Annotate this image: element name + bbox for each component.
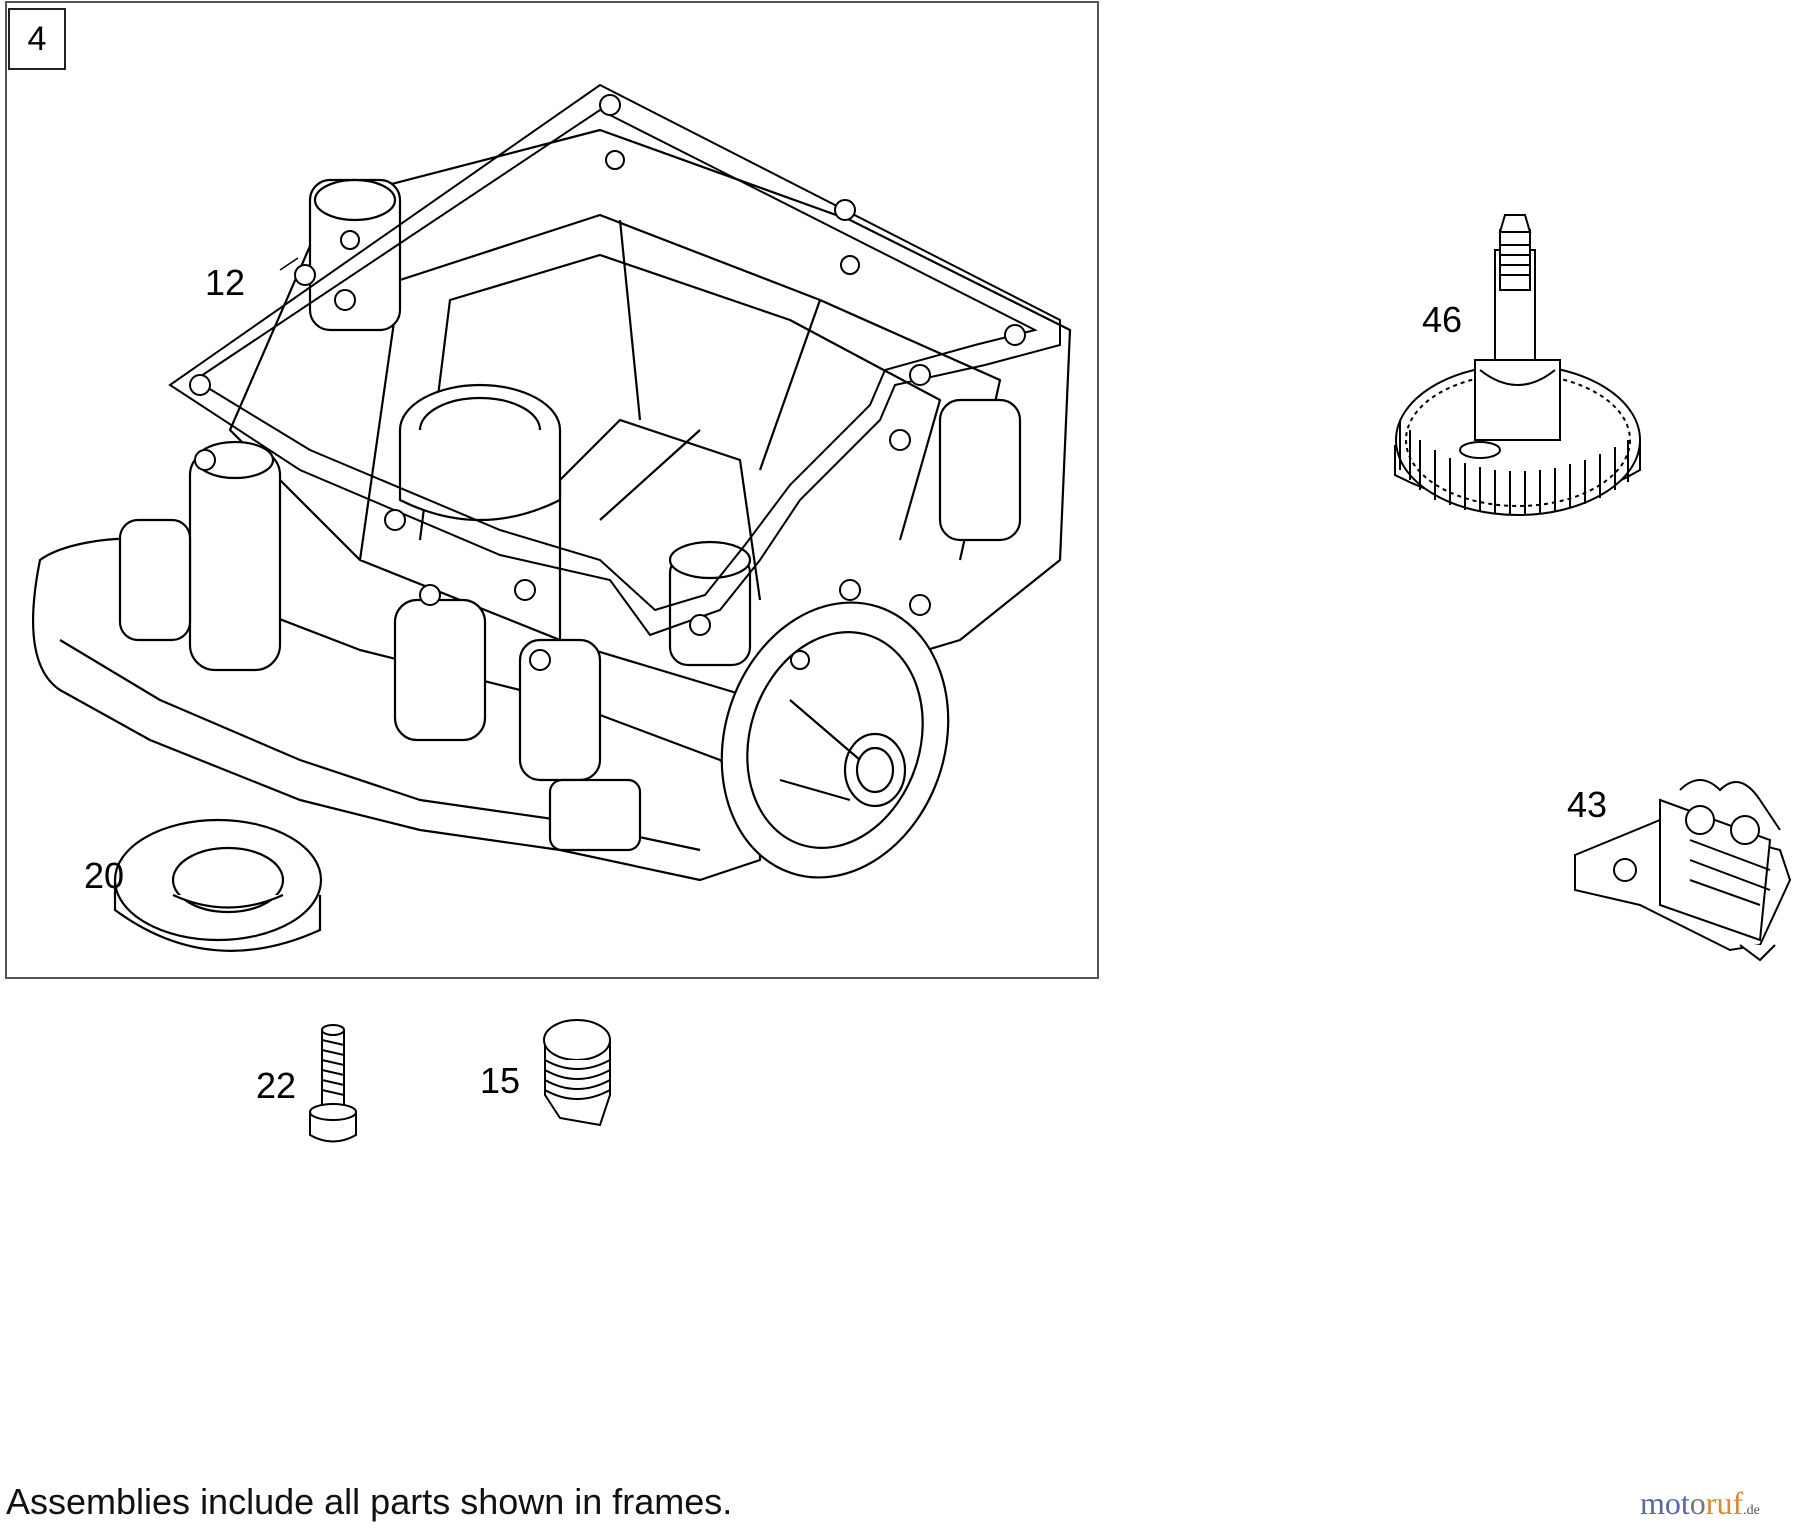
- bolt-part: [309, 1024, 357, 1143]
- assemblies-footnote: Assemblies include all parts shown in fr…: [6, 1481, 733, 1522]
- gasket-part: [168, 83, 1061, 637]
- callout-43: 43: [1567, 784, 1608, 825]
- assembly-frame: [5, 1, 1099, 979]
- governor-bracket-part: [1574, 779, 1792, 962]
- camshaft-gear-part: [1394, 214, 1641, 516]
- callout-15: 15: [480, 1060, 521, 1101]
- watermark-logo: motoruf.de: [1640, 1485, 1760, 1521]
- callout-20: 20: [84, 855, 125, 896]
- sump-cover-part: [32, 128, 1072, 882]
- oil-seal-part: [113, 818, 323, 952]
- bolt-holes: [194, 289, 931, 671]
- drain-plug-part: [543, 1019, 611, 1127]
- callout-12: 12: [205, 262, 246, 303]
- leader-lines: [279, 257, 299, 271]
- frame-number-badge: 4: [8, 8, 66, 70]
- callout-46: 46: [1422, 299, 1463, 340]
- callout-22: 22: [256, 1065, 297, 1106]
